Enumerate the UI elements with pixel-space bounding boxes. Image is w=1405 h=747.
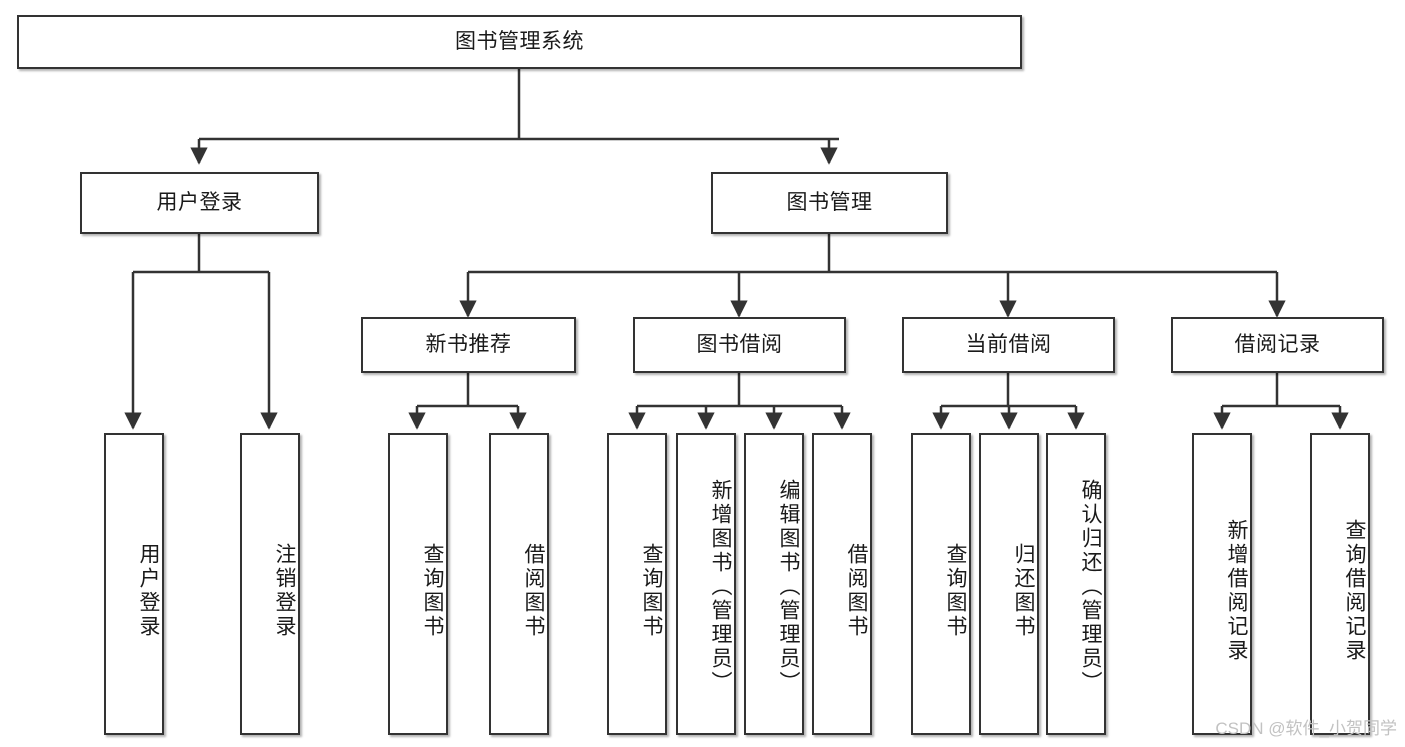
leaf-book-borrow-query-book[interactable]: 查询图书 xyxy=(607,433,667,735)
leaf-new-book-borrow-book[interactable]: 借阅图书 xyxy=(489,433,549,735)
node-borrowing-record[interactable]: 借阅记录 xyxy=(1171,317,1384,373)
node-label: 借阅图书 xyxy=(845,543,868,639)
leaf-book-borrow-add-book-admin[interactable]: 新增图书（管理员） xyxy=(676,433,736,735)
node-book-borrowing[interactable]: 图书借阅 xyxy=(633,317,846,373)
leaf-book-borrow-edit-book-admin[interactable]: 编辑图书（管理员） xyxy=(744,433,804,735)
leaf-user-login-logout[interactable]: 注销登录 xyxy=(240,433,300,735)
node-label: 归还图书 xyxy=(1012,543,1035,639)
leaf-borrow-record-query-record[interactable]: 查询借阅记录 xyxy=(1310,433,1370,735)
leaf-user-login-login[interactable]: 用户登录 xyxy=(104,433,164,735)
node-current-borrowing[interactable]: 当前借阅 xyxy=(902,317,1115,373)
node-label: 新增图书（管理员） xyxy=(709,479,732,695)
node-label: 查询图书 xyxy=(944,543,967,639)
node-root-book-management-system[interactable]: 图书管理系统 xyxy=(17,15,1022,69)
node-label: 用户登录 xyxy=(137,543,160,639)
node-label: 用户登录 xyxy=(156,191,243,215)
node-user-login[interactable]: 用户登录 xyxy=(80,172,319,234)
leaf-current-borrow-query-book[interactable]: 查询图书 xyxy=(911,433,971,735)
node-label: 图书借阅 xyxy=(696,333,783,357)
node-label: 图书管理系统 xyxy=(455,30,584,54)
leaf-current-borrow-return-book[interactable]: 归还图书 xyxy=(979,433,1039,735)
node-label: 借阅记录 xyxy=(1234,333,1321,357)
node-label: 新书推荐 xyxy=(425,333,512,357)
leaf-borrow-record-add-record[interactable]: 新增借阅记录 xyxy=(1192,433,1252,735)
node-label: 图书管理 xyxy=(786,191,873,215)
node-label: 查询图书 xyxy=(640,543,663,639)
leaf-current-borrow-confirm-return-admin[interactable]: 确认归还（管理员） xyxy=(1046,433,1106,735)
node-label: 查询图书 xyxy=(421,543,444,639)
node-new-book-recommendation[interactable]: 新书推荐 xyxy=(361,317,576,373)
node-label: 新增借阅记录 xyxy=(1225,519,1248,663)
csdn-watermark: CSDN @软件_小贺同学 xyxy=(1215,719,1397,738)
leaf-book-borrow-borrow-book[interactable]: 借阅图书 xyxy=(812,433,872,735)
node-book-management[interactable]: 图书管理 xyxy=(711,172,948,234)
node-label: 确认归还（管理员） xyxy=(1079,479,1102,695)
leaf-new-book-query-book[interactable]: 查询图书 xyxy=(388,433,448,735)
node-label: 查询借阅记录 xyxy=(1343,519,1366,663)
node-label: 当前借阅 xyxy=(965,333,1052,357)
node-label: 借阅图书 xyxy=(522,543,545,639)
node-label: 编辑图书（管理员） xyxy=(777,479,800,695)
node-label: 注销登录 xyxy=(273,543,296,639)
